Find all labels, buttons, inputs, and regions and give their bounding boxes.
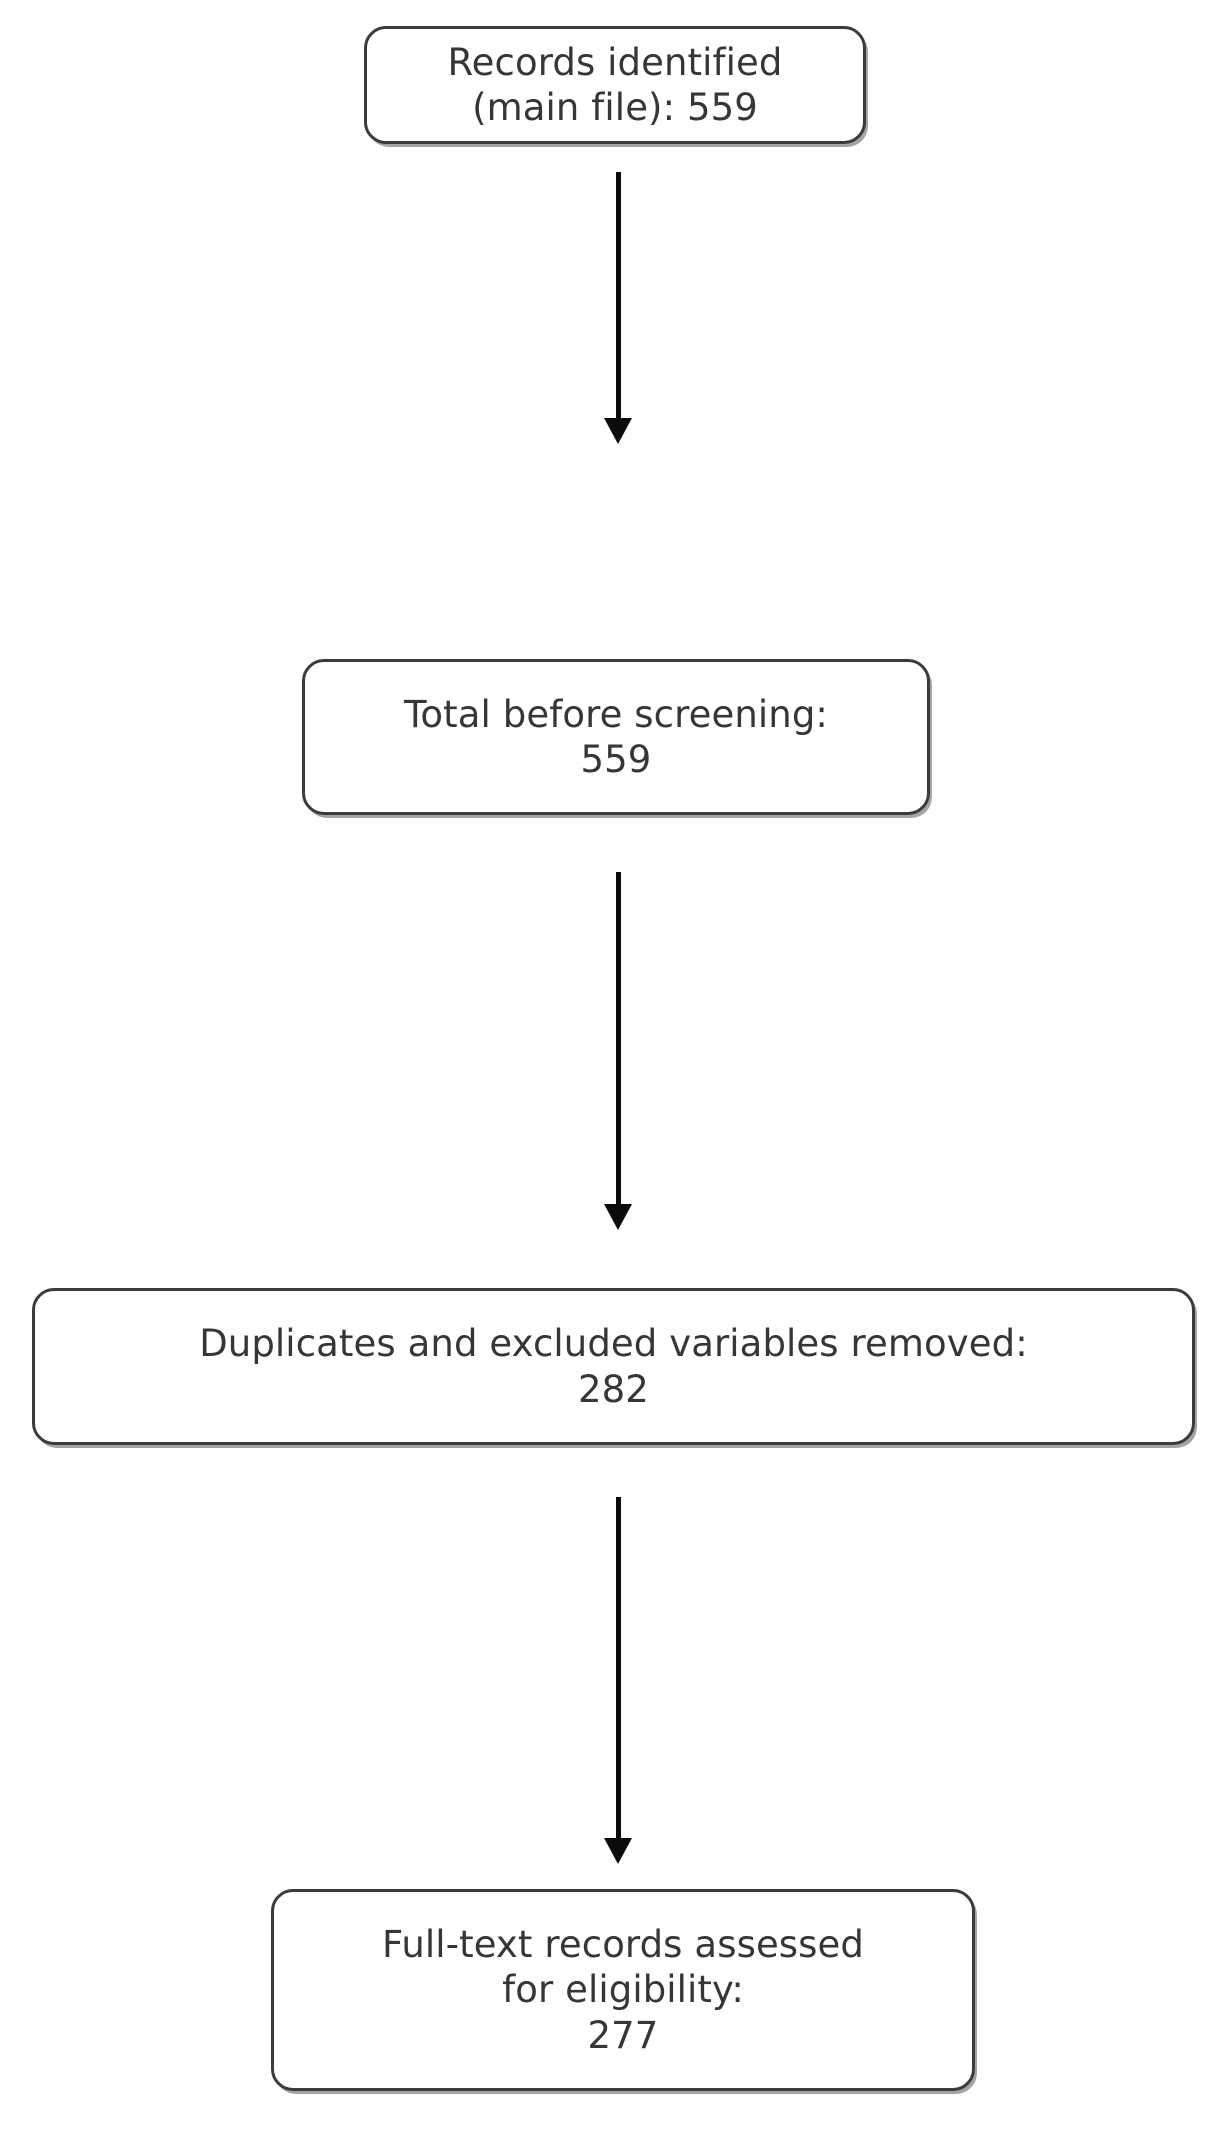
arrow-shaft-icon [615, 1497, 621, 1840]
flow-node-records-identified-label: Records identified (main file): 559 [447, 40, 783, 129]
flow-node-duplicates-removed: Duplicates and excluded variables remove… [32, 1288, 1195, 1445]
arrow-head-down-icon [604, 1838, 632, 1864]
flow-node-duplicates-removed-label: Duplicates and excluded variables remove… [199, 1322, 1028, 1411]
arrow-head-down-icon [604, 418, 632, 444]
flow-node-total-before-screening: Total before screening: 559 [302, 659, 930, 815]
arrow-shaft-icon [615, 872, 621, 1206]
flow-node-full-text-assessed-label: Full-text records assessed for eligibili… [381, 1923, 865, 2057]
flow-node-full-text-assessed: Full-text records assessed for eligibili… [271, 1889, 975, 2091]
flow-arrow-duplicates-to-fulltext [604, 1497, 632, 1864]
arrow-head-down-icon [604, 1204, 632, 1230]
flow-arrow-total-to-duplicates [604, 872, 632, 1230]
flow-arrow-identified-to-total [604, 172, 632, 444]
arrow-shaft-icon [615, 172, 621, 420]
flow-node-records-identified: Records identified (main file): 559 [364, 26, 866, 144]
flow-node-total-before-screening-label: Total before screening: 559 [404, 692, 828, 781]
